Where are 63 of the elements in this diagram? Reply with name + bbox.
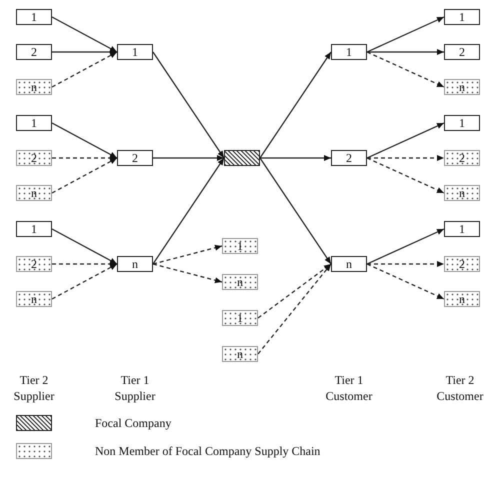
- column-label: Tier 1 Supplier: [114, 372, 156, 404]
- arrow: [366, 157, 444, 194]
- legend-label: Focal Company: [95, 415, 172, 431]
- arrow: [152, 263, 222, 284]
- arrow: [52, 263, 118, 300]
- member-box: 2: [16, 44, 52, 60]
- legend-label: Non Member of Focal Company Supply Chain: [95, 443, 320, 459]
- non-member-box: 2: [16, 256, 52, 272]
- arrow: [366, 51, 444, 88]
- arrow: [367, 49, 444, 55]
- non-member-box: 1: [222, 238, 258, 254]
- column-label: Tier 2 Customer: [436, 372, 484, 404]
- member-box: 2: [331, 150, 367, 166]
- member-box: 1: [16, 9, 52, 25]
- column-label: Tier 1 Customer: [324, 372, 374, 404]
- non-member-box: 2: [16, 150, 52, 166]
- non-member-box: 1: [222, 310, 258, 326]
- member-box: 1: [117, 44, 153, 60]
- arrow: [52, 122, 118, 159]
- arrow: [52, 16, 118, 53]
- non-member-box: n: [16, 79, 52, 95]
- member-box: 2: [117, 150, 153, 166]
- arrow: [52, 261, 117, 267]
- arrow: [366, 122, 444, 159]
- non-member-box: n: [16, 291, 52, 307]
- member-box: 1: [16, 221, 52, 237]
- member-box: 1: [16, 115, 52, 131]
- arrow: [366, 263, 444, 300]
- non-member-box: n: [222, 346, 258, 362]
- arrow: [367, 261, 444, 267]
- member-box: 1: [444, 9, 480, 25]
- arrow: [260, 155, 331, 161]
- non-member-box: n: [444, 185, 480, 201]
- arrow: [260, 158, 332, 264]
- non-member-box: n: [222, 274, 258, 290]
- arrow: [367, 155, 444, 161]
- non-member-box: n: [444, 291, 480, 307]
- arrow: [258, 264, 332, 354]
- arrow: [260, 52, 332, 158]
- member-box: 1: [444, 115, 480, 131]
- arrow: [152, 158, 224, 264]
- member-box: n: [331, 256, 367, 272]
- arrow: [258, 264, 332, 318]
- arrow: [52, 228, 118, 265]
- non-member-box: 2: [444, 256, 480, 272]
- arrow: [52, 155, 117, 161]
- arrow: [52, 157, 118, 194]
- member-box: 1: [331, 44, 367, 60]
- member-box: 1: [444, 221, 480, 237]
- arrow: [52, 51, 118, 88]
- arrow: [366, 228, 444, 265]
- arrow: [152, 244, 222, 265]
- member-box: n: [117, 256, 153, 272]
- arrow: [366, 16, 444, 53]
- column-label: Tier 2 Supplier: [12, 372, 56, 404]
- non-member-box: 2: [444, 150, 480, 166]
- arrow: [153, 155, 224, 161]
- arrow: [52, 49, 117, 55]
- member-box: 2: [444, 44, 480, 60]
- non-member-box: n: [444, 79, 480, 95]
- non-member-box: n: [16, 185, 52, 201]
- focal-company-box: [224, 150, 260, 166]
- arrow: [152, 52, 224, 158]
